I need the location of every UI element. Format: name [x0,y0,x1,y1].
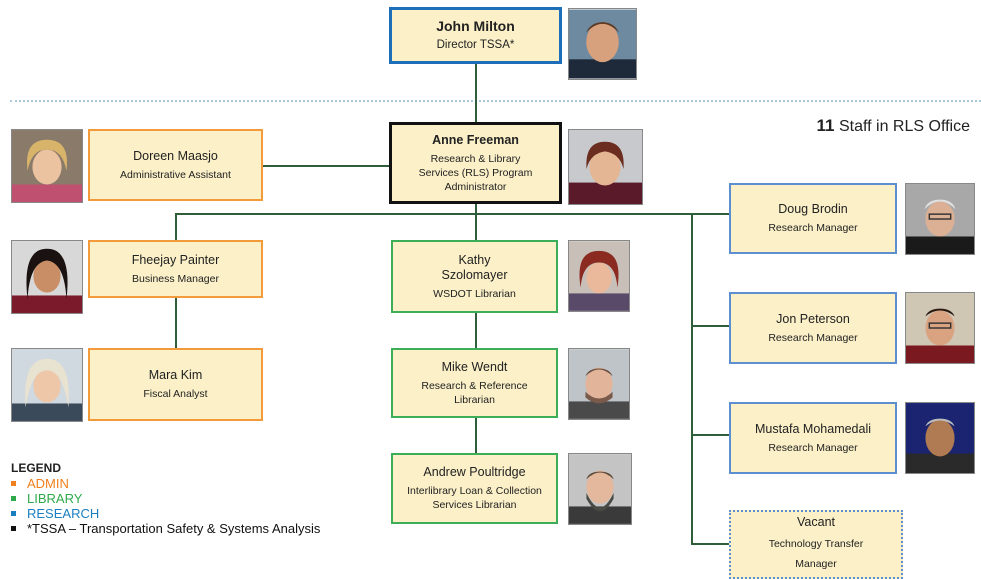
staff-count-label: 11 Staff in RLS Office [760,116,970,136]
admin-photo-1 [11,129,83,203]
library-name-3: Andrew Poultridge [423,465,526,479]
program-admin-box[interactable]: Anne Freeman Research & Library Services… [389,122,562,204]
program-admin-name: Anne Freeman [432,132,519,147]
admin-photo-3 [11,348,83,422]
research-box-4[interactable]: Vacant Technology Transfer Manager [729,510,903,579]
admin-box-3[interactable]: Mara Kim Fiscal Analyst [88,348,263,421]
legend-item-research: RESEARCH [11,506,391,521]
director-box[interactable]: John Milton Director TSSA* [389,7,562,64]
research-box-1[interactable]: Doug Brodin Research Manager [729,183,897,254]
legend-marker-admin [11,481,16,486]
research-photo-3 [905,402,975,474]
program-admin-photo [568,129,643,205]
legend: LEGEND ADMIN LIBRARY RESEARCH *TSSA – Tr… [11,461,391,536]
director-title: Director TSSA* [436,39,515,51]
library-photo-3 [568,453,632,525]
research-name-2: Jon Peterson [776,311,850,326]
research-box-3[interactable]: Mustafa Mohamedali Research Manager [729,402,897,474]
staff-count: 11 [816,116,835,135]
library-box-2[interactable]: Mike Wendt Research & Reference Libraria… [391,348,558,418]
section-divider [10,100,981,102]
library-name-2: Mike Wendt [441,359,508,374]
legend-item-library: LIBRARY [11,491,391,506]
admin-box-2[interactable]: Fheejay Painter Business Manager [88,240,263,298]
admin-name-3: Mara Kim [148,368,203,382]
admin-box-1[interactable]: Doreen Maasjo Administrative Assistant [88,129,263,201]
legend-marker-library [11,496,16,501]
director-photo [568,8,637,80]
legend-item-admin: ADMIN [11,476,391,491]
admin-name-2: Fheejay Painter [131,252,220,267]
legend-title: LEGEND [11,461,62,475]
research-title-2: Research Manager [768,331,858,344]
research-name-1: Doug Brodin [778,202,848,216]
library-box-1[interactable]: Kathy Szolomayer WSDOT Librarian [391,240,558,313]
library-name-1: Kathy Szolomayer [441,252,508,282]
research-title-3: Research Manager [768,441,858,454]
admin-title-2: Business Manager [132,272,219,285]
research-box-2[interactable]: Jon Peterson Research Manager [729,292,897,364]
legend-marker-tssa [11,526,16,531]
research-title-4: Technology Transfer Manager [768,538,864,570]
program-admin-title: Research & Library Services (RLS) Progra… [418,152,533,193]
research-name-4: Vacant [797,515,835,529]
research-name-3: Mustafa Mohamedali [754,421,872,436]
library-photo-1 [568,240,630,312]
staff-count-text: Staff in RLS Office [838,118,970,135]
admin-title-1: Administrative Assistant [120,168,231,181]
admin-title-3: Fiscal Analyst [143,388,208,400]
legend-item-tssa: *TSSA – Transportation Safety & Systems … [11,521,391,536]
research-photo-1 [905,183,975,255]
admin-photo-2 [11,240,83,314]
legend-marker-research [11,511,16,516]
director-name: John Milton [436,18,515,34]
library-box-3[interactable]: Andrew Poultridge Interlibrary Loan & Co… [391,453,558,524]
admin-name-1: Doreen Maasjo [133,148,218,163]
library-photo-2 [568,348,630,420]
library-title-3: Interlibrary Loan & Collection Services … [407,485,542,511]
library-title-1: WSDOT Librarian [433,287,516,300]
library-title-2: Research & Reference Librarian [421,379,528,406]
research-title-1: Research Manager [768,222,858,234]
research-photo-2 [905,292,975,364]
